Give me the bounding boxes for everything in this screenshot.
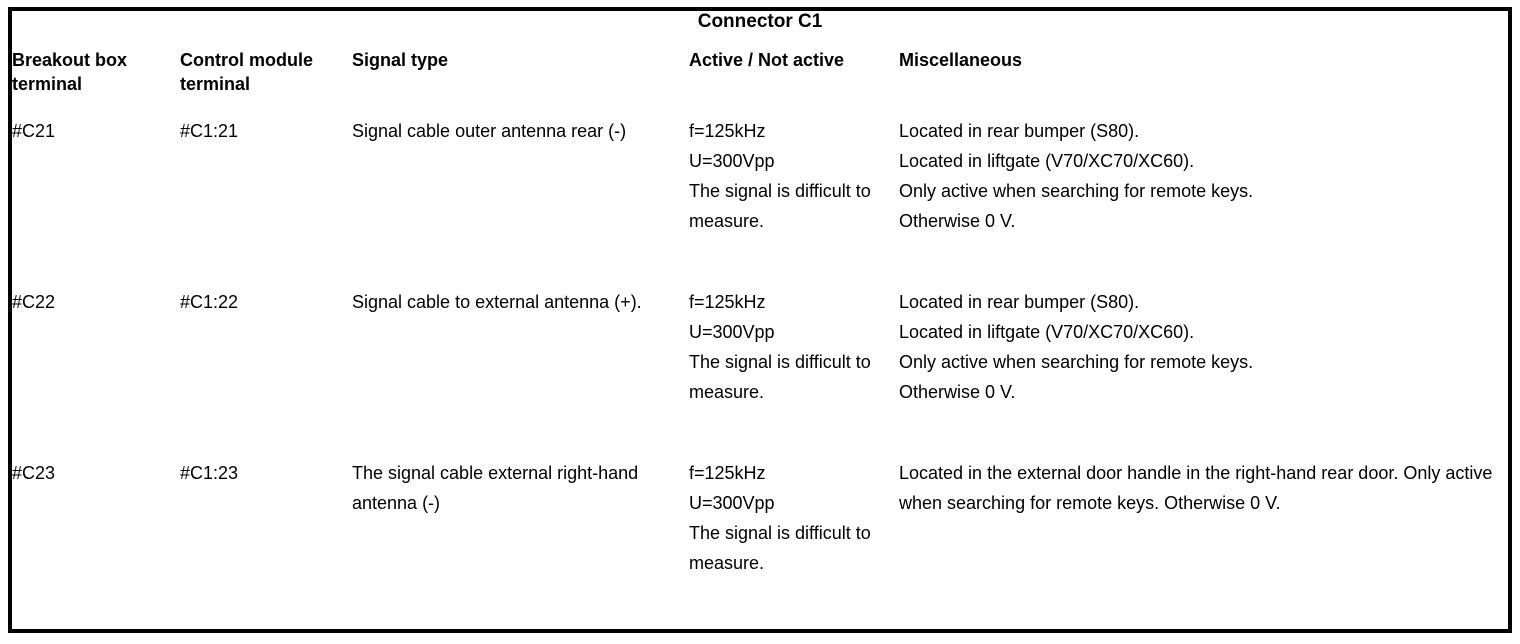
cell-control-module-terminal: #C1:21 [180,115,352,287]
column-header-signal-type: Signal type [352,49,689,116]
table-title-row: Connector C1 [12,11,1509,49]
cell-signal-type: Signal cable outer antenna rear (-) [352,115,689,287]
cell-active-not-active: f=125kHz U=300Vpp The signal is difficul… [689,457,899,629]
table-row: #C21 #C1:21 Signal cable outer antenna r… [12,115,1509,287]
connector-spec-table-container: Connector C1 Breakout box terminal Contr… [8,7,1512,633]
column-header-breakout-box-terminal: Breakout box terminal [12,49,180,116]
cell-active-not-active: f=125kHz U=300Vpp The signal is difficul… [689,286,899,458]
cell-miscellaneous: Located in rear bumper (S80). Located in… [899,115,1509,287]
cell-breakout-box-terminal: #C23 [12,457,180,629]
cell-signal-type: The signal cable external right-hand ant… [352,457,689,629]
table-row: #C22 #C1:22 Signal cable to external ant… [12,286,1509,458]
table-row: #C23 #C1:23 The signal cable external ri… [12,457,1509,629]
column-header-active-not-active: Active / Not active [689,49,899,116]
table-header-row: Breakout box terminal Control module ter… [12,49,1509,116]
cell-breakout-box-terminal: #C21 [12,115,180,287]
cell-breakout-box-terminal: #C22 [12,286,180,458]
cell-miscellaneous: Located in rear bumper (S80). Located in… [899,286,1509,458]
cell-active-not-active: f=125kHz U=300Vpp The signal is difficul… [689,115,899,287]
cell-miscellaneous: Located in the external door handle in t… [899,457,1509,629]
column-header-control-module-terminal: Control module terminal [180,49,352,116]
cell-control-module-terminal: #C1:22 [180,286,352,458]
cell-control-module-terminal: #C1:23 [180,457,352,629]
connector-spec-table: Connector C1 Breakout box terminal Contr… [12,11,1509,629]
table-title: Connector C1 [12,11,1509,49]
column-header-miscellaneous: Miscellaneous [899,49,1509,116]
cell-signal-type: Signal cable to external antenna (+). [352,286,689,458]
